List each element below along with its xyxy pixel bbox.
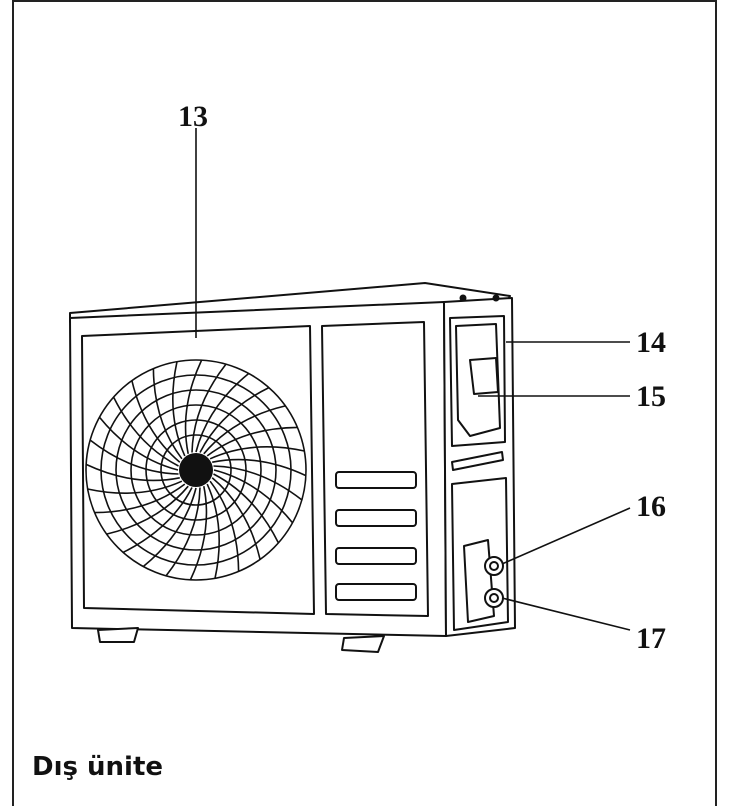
grille-spoke	[122, 487, 193, 554]
grille-spoke	[212, 458, 307, 477]
valve-lower	[484, 588, 504, 608]
grille-spoke	[184, 359, 203, 454]
leader-16	[501, 507, 631, 565]
grille-spoke	[191, 363, 227, 453]
grille-spoke	[206, 483, 220, 579]
grille-spoke	[199, 386, 270, 453]
grille-spoke	[98, 416, 179, 471]
figure-frame	[12, 0, 717, 806]
grille-spoke	[87, 480, 183, 494]
callout-14: 14	[636, 326, 666, 359]
callout-17: 17	[636, 622, 666, 655]
grille-spoke	[209, 446, 305, 460]
vent-slot	[335, 583, 417, 601]
fan-grille	[85, 359, 307, 581]
grille-spoke	[203, 405, 286, 455]
grille-spoke	[106, 485, 189, 535]
grille-spoke	[112, 396, 179, 467]
grille-spoke	[89, 439, 179, 475]
fan-hub	[179, 453, 213, 487]
grille-spoke	[206, 426, 298, 457]
callout-15: 15	[636, 380, 666, 413]
foot-left	[97, 627, 139, 643]
grille-spoke	[172, 361, 186, 457]
grille-spoke	[211, 477, 261, 560]
vent-slot	[335, 547, 417, 565]
grille-spoke	[189, 486, 208, 581]
fan-panel	[81, 325, 315, 615]
grille-spoke	[131, 380, 181, 463]
grille-spoke	[195, 372, 250, 453]
lower-side-panel	[451, 477, 509, 631]
grille-spoke	[85, 463, 180, 482]
grille-spoke	[213, 469, 294, 524]
callout-16: 16	[636, 490, 666, 523]
callout-13: 13	[178, 100, 208, 133]
service-panel	[321, 321, 429, 617]
leader-17	[501, 597, 631, 631]
handle-recess	[449, 315, 506, 447]
grille-spoke	[213, 473, 280, 544]
service-valve-panel	[463, 539, 495, 623]
grille-spoke	[165, 487, 201, 577]
figure-caption: Dış ünite	[32, 752, 164, 782]
grille-spoke	[213, 465, 303, 501]
grille-spoke	[152, 368, 183, 460]
vent-slot	[335, 509, 417, 527]
foot-right	[341, 635, 385, 653]
handle-cover	[455, 323, 501, 437]
side-slot	[451, 451, 504, 471]
grille-spoke	[94, 483, 186, 514]
grille-spoke	[209, 480, 240, 572]
valve-upper	[484, 556, 504, 576]
vent-slot	[335, 471, 417, 489]
grille-spoke	[142, 487, 197, 568]
unit-front-face	[69, 301, 447, 637]
